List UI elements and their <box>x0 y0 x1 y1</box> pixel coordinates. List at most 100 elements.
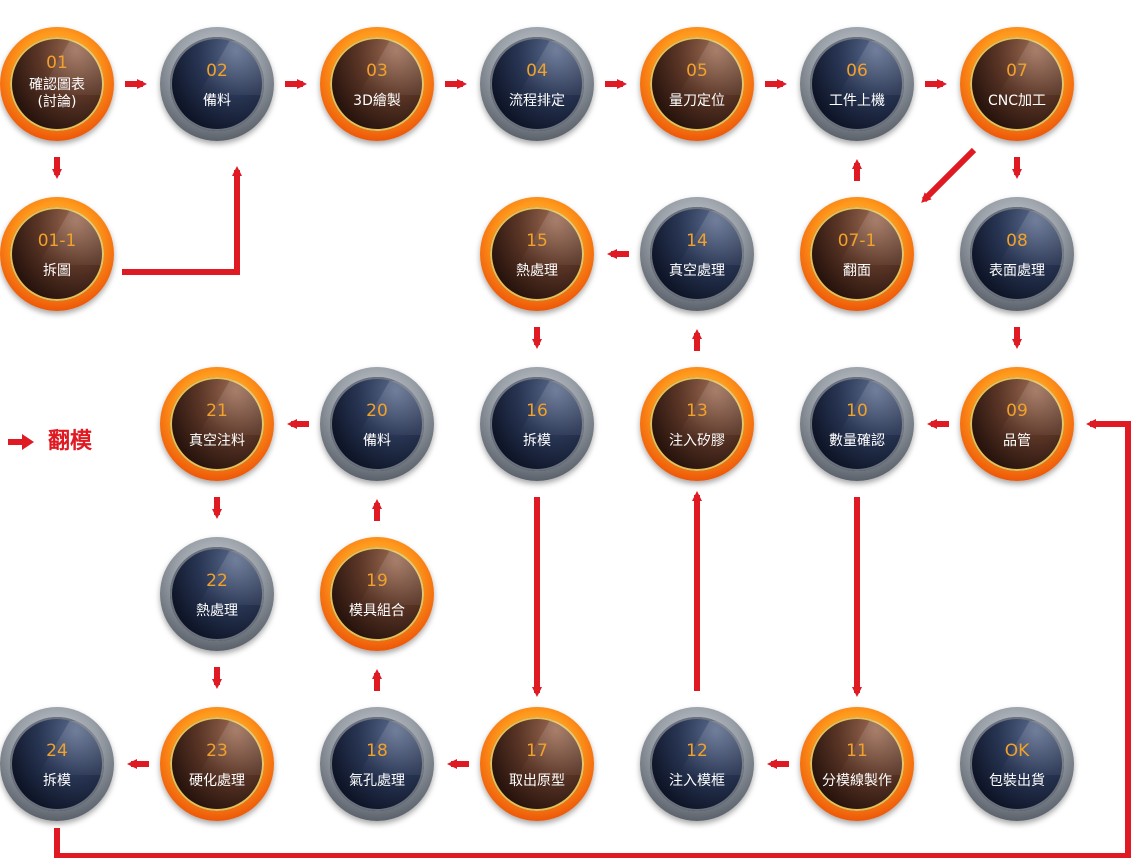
step-label: 拆模 <box>43 773 71 789</box>
step-number: 18 <box>366 741 388 761</box>
node-face: 18 氣孔處理 <box>330 717 424 811</box>
arrow-01-1-to-02 <box>122 166 242 275</box>
node-face: 15 熱處理 <box>490 207 584 301</box>
step-label: 工件上機 <box>829 93 885 109</box>
step-number: 17 <box>526 741 548 761</box>
step-number: 22 <box>206 571 228 591</box>
step-label: 氣孔處理 <box>349 773 405 789</box>
step-number: 07-1 <box>837 231 877 251</box>
step-node-ok: OK 包裝出貨 <box>960 707 1074 821</box>
step-label: 備料 <box>363 433 391 449</box>
step-node-18: 18 氣孔處理 <box>320 707 434 821</box>
node-face: 20 備料 <box>330 377 424 471</box>
step-node-09: 09 品管 <box>960 367 1074 481</box>
step-label: 表面處理 <box>989 263 1045 279</box>
node-face: 23 硬化處理 <box>170 717 264 811</box>
step-label: 熱處理 <box>196 603 238 619</box>
step-node-11: 11 分模線製作 <box>800 707 914 821</box>
step-label: 拆圖 <box>43 263 71 279</box>
node-face: 24 拆模 <box>10 717 104 811</box>
step-label: 硬化處理 <box>189 773 245 789</box>
step-number: 21 <box>206 401 228 421</box>
node-face: 11 分模線製作 <box>810 717 904 811</box>
step-label: 注入模框 <box>669 773 725 789</box>
node-face: 14 真空處理 <box>650 207 744 301</box>
step-label: 品管 <box>1003 433 1031 449</box>
arrow-07-to-07-1 <box>921 147 977 203</box>
step-label: 量刀定位 <box>669 93 725 109</box>
step-label: CNC加工 <box>987 93 1047 109</box>
step-number: 12 <box>686 741 708 761</box>
step-node-15: 15 熱處理 <box>480 197 594 311</box>
step-label: 真空處理 <box>669 263 725 279</box>
step-node-01-1: 01-1 拆圖 <box>0 197 114 311</box>
step-number: 14 <box>686 231 708 251</box>
step-label: 備料 <box>203 93 231 109</box>
step-number: 15 <box>526 231 548 251</box>
node-face: 12 注入模框 <box>650 717 744 811</box>
step-label: 注入矽膠 <box>669 433 725 449</box>
step-node-14: 14 真空處理 <box>640 197 754 311</box>
step-number: 23 <box>206 741 228 761</box>
step-node-23: 23 硬化處理 <box>160 707 274 821</box>
arrow-24-to-09 <box>54 419 1131 858</box>
step-node-21: 21 真空注料 <box>160 367 274 481</box>
right-arrow-icon <box>8 434 34 450</box>
step-node-22: 22 熱處理 <box>160 537 274 651</box>
step-number: 01-1 <box>37 231 77 251</box>
step-label: 流程排定 <box>509 93 565 109</box>
step-number: 10 <box>846 401 868 421</box>
step-node-24: 24 拆模 <box>0 707 114 821</box>
step-label: 熱處理 <box>516 263 558 279</box>
step-number: OK <box>1004 741 1030 761</box>
node-face: 02 備料 <box>170 37 264 131</box>
node-face: 01-1 拆圖 <box>10 207 104 301</box>
step-label: 拆模 <box>523 433 551 449</box>
step-node-17: 17 取出原型 <box>480 707 594 821</box>
step-number: 02 <box>206 61 228 81</box>
step-label: 翻面 <box>843 263 871 279</box>
node-face: 09 品管 <box>970 377 1064 471</box>
step-number: 07 <box>1006 61 1028 81</box>
step-node-07-1: 07-1 翻面 <box>800 197 914 311</box>
step-number: 24 <box>46 741 68 761</box>
step-number: 11 <box>846 741 868 761</box>
node-face: 17 取出原型 <box>490 717 584 811</box>
step-label: 真空注料 <box>189 433 245 449</box>
step-number: 19 <box>366 571 388 591</box>
node-face: 22 熱處理 <box>170 547 264 641</box>
node-face: 07-1 翻面 <box>810 207 904 301</box>
step-node-02: 02 備料 <box>160 27 274 141</box>
step-label: 分模線製作 <box>822 773 892 789</box>
step-label: 包裝出貨 <box>989 773 1045 789</box>
step-label: 3D繪製 <box>353 93 401 109</box>
step-number: 20 <box>366 401 388 421</box>
step-number: 01 <box>46 53 68 73</box>
step-number: 09 <box>1006 401 1028 421</box>
step-label: 取出原型 <box>509 773 565 789</box>
step-node-12: 12 注入模框 <box>640 707 754 821</box>
step-node-20: 20 備料 <box>320 367 434 481</box>
node-face: 21 真空注料 <box>170 377 264 471</box>
